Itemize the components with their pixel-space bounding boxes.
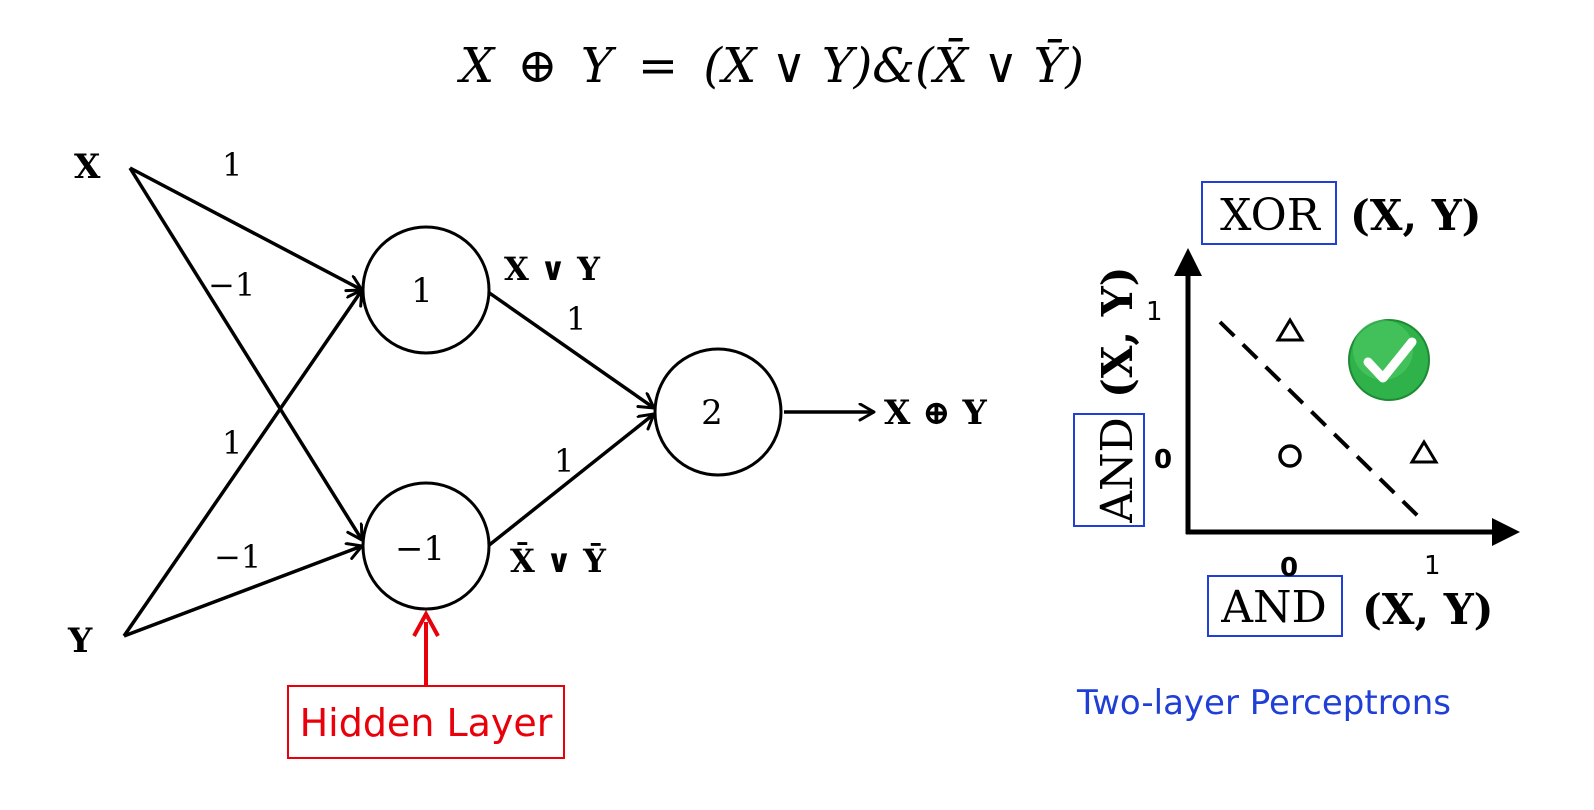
plot-marker-triangle-right [1409, 439, 1439, 464]
plot-x-axis-args: (X, Y) [1362, 585, 1494, 634]
input-x-label: X [74, 147, 101, 187]
hidden-layer-box [287, 685, 565, 759]
edge-hidden1-to-output [486, 290, 654, 408]
plot-y-axis-box [1073, 413, 1145, 527]
output-function: X ⊕ Y [884, 393, 988, 433]
plot-x-axis-box-text: AND [1220, 582, 1327, 633]
check-mark [1363, 337, 1417, 383]
output-node-threshold: 2 [701, 393, 723, 433]
equation-lhs-x: X [456, 38, 496, 94]
equation-rhs: (X ∨ Y)&(X̄ ∨ Ȳ) [703, 36, 1084, 94]
weight-y-to-hidden1: 1 [222, 424, 242, 462]
output-node [653, 347, 783, 477]
plot-tick-y-zero: 0 [1154, 445, 1172, 475]
caption: Two-layer Perceptrons [1076, 683, 1451, 723]
plot-marker-circle [1278, 444, 1302, 468]
edge-hidden2-to-output [486, 414, 654, 548]
plot-x-axis-arrowhead [1492, 518, 1520, 546]
plot-title-args: (X, Y) [1350, 191, 1482, 240]
hidden-node-2 [361, 481, 491, 611]
plot-y-axis-arrowhead [1174, 248, 1202, 276]
plot-tick-x-zero: 0 [1280, 553, 1298, 583]
weight-x-to-hidden1: 1 [222, 146, 242, 184]
hidden-node-1-function: X ∨ Y [504, 250, 601, 288]
edge-y-to-hidden2 [123, 546, 362, 638]
plot-x-axis-box [1207, 575, 1343, 637]
plot-title-box [1201, 181, 1337, 245]
plot-y-axis-args: (X, Y) [1093, 266, 1142, 398]
equation-lhs-y: Y [581, 38, 617, 94]
network-edges [122, 166, 874, 638]
edge-x-to-hidden1 [129, 166, 362, 290]
weight-hidden2-to-output: 1 [554, 442, 574, 480]
hidden-layer-callout: Hidden Layer [287, 609, 565, 759]
network-nodes [361, 225, 783, 611]
hidden-node-1-threshold: 1 [411, 271, 433, 311]
equation-text: X ⊕ Y = (X ∨ Y)&(X̄ ∨ Ȳ) [456, 36, 1084, 94]
hidden-layer-label: Hidden Layer [300, 701, 553, 745]
hidden-node-1 [361, 225, 491, 355]
edge-y-to-hidden1 [122, 290, 362, 637]
plot-decision-boundary [1218, 320, 1426, 524]
equation-oplus: ⊕ [517, 38, 557, 94]
plot-marker-triangle-top [1275, 317, 1305, 342]
plot-y-axis-label: AND (X, Y) [1073, 266, 1145, 527]
plot-tick-y-one: 1 [1146, 297, 1163, 327]
weight-x-to-hidden2: −1 [208, 266, 255, 304]
hidden-node-2-threshold: −1 [395, 529, 445, 569]
equation-equals: = [638, 38, 678, 94]
plot-tick-x-one: 1 [1424, 551, 1441, 581]
weight-hidden1-to-output: 1 [566, 300, 586, 338]
xor-equation: X ⊕ Y = (X ∨ Y)&(X̄ ∨ Ȳ) [456, 36, 1084, 94]
edge-x-to-hidden2 [128, 167, 362, 540]
check-circle-icon [1348, 319, 1430, 401]
hidden-node-2-function: X̄ ∨ Ȳ [510, 542, 607, 580]
input-y-label: Y [67, 621, 93, 661]
weight-y-to-hidden2: −1 [214, 538, 261, 576]
xor-plot: XOR (X, Y) AND (X, Y) AND (X, Y) 0 0 1 1 [1073, 181, 1520, 637]
plot-y-axis-box-text: AND [1092, 417, 1143, 524]
hidden-layer-arrowhead [412, 609, 440, 637]
plot-title-box-text: XOR [1220, 190, 1322, 241]
